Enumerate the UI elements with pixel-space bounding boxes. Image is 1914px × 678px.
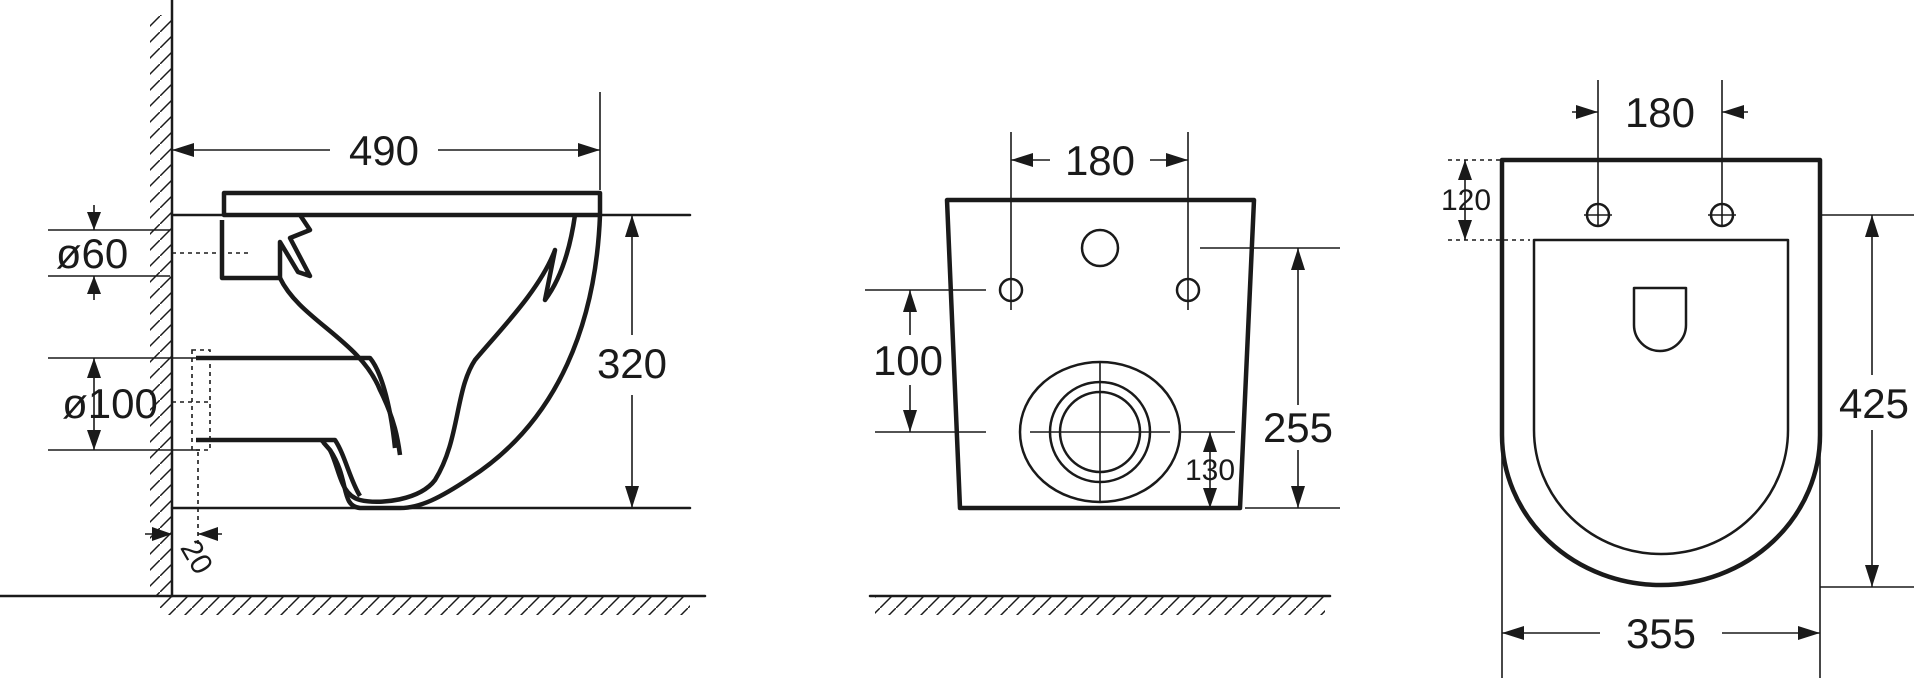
dim-rear-bolt-spacing: 180 bbox=[1010, 132, 1189, 310]
dim-top-bolt-offset: 120 bbox=[1441, 159, 1530, 241]
rear-view: 180 100 130 255 bbox=[865, 132, 1340, 615]
top-body-outline bbox=[1499, 157, 1823, 588]
top-view: 180 120 425 355 bbox=[1441, 80, 1914, 678]
side-view: 490 320 ø60 ø10 bbox=[0, 0, 707, 615]
rear-body-outline bbox=[944, 197, 1257, 511]
rear-inlet-hole bbox=[1080, 228, 1120, 268]
rear-outlet bbox=[1018, 360, 1182, 504]
dim-side-length: 490 bbox=[172, 92, 601, 190]
dim-offset-label: 20 bbox=[174, 535, 219, 580]
dim-rear-bolt-height: 100 bbox=[865, 289, 986, 433]
toilet-side-profile bbox=[170, 190, 692, 511]
dim-top-length: 425 bbox=[1820, 214, 1914, 588]
dim-side-height-label: 320 bbox=[597, 340, 667, 387]
dim-outlet-label: ø100 bbox=[62, 380, 158, 427]
dim-side-length-label: 490 bbox=[349, 127, 419, 174]
dim-top-bolt-offset-label: 120 bbox=[1441, 184, 1491, 217]
dim-side-height: 320 bbox=[597, 215, 667, 508]
dim-rear-outlet-height-label: 130 bbox=[1185, 454, 1235, 487]
dim-top-width: 355 bbox=[1501, 440, 1821, 678]
dim-top-width-label: 355 bbox=[1626, 610, 1696, 657]
top-flush-opening bbox=[1632, 286, 1688, 353]
dim-outlet: ø100 bbox=[48, 357, 212, 451]
dim-top-bolt-spacing: 180 bbox=[1572, 80, 1748, 225]
floor-middle bbox=[868, 594, 1332, 615]
top-bowl-rim bbox=[1532, 238, 1790, 556]
floor-left bbox=[0, 594, 707, 615]
dim-rear-bolt-height-label: 100 bbox=[873, 337, 943, 384]
dim-inlet: ø60 bbox=[48, 205, 250, 300]
dim-inlet-label: ø60 bbox=[56, 230, 128, 277]
dim-rear-outlet-height: 130 bbox=[1180, 431, 1235, 508]
dim-top-length-label: 425 bbox=[1839, 380, 1909, 427]
dim-rear-bolt-spacing-label: 180 bbox=[1065, 137, 1135, 184]
dim-rear-inlet-height: 255 bbox=[1200, 247, 1340, 509]
dim-top-bolt-spacing-label: 180 bbox=[1625, 89, 1695, 136]
wall bbox=[150, 0, 174, 598]
dim-rear-inlet-height-label: 255 bbox=[1263, 404, 1333, 451]
